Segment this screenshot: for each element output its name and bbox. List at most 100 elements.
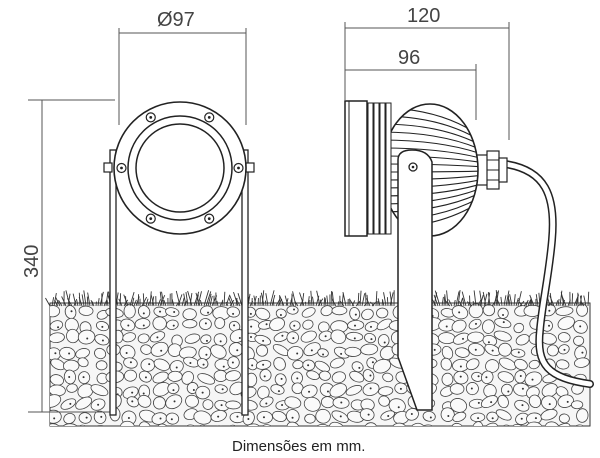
stone bbox=[284, 396, 302, 409]
front-view-spotlight bbox=[103, 101, 255, 416]
stone-speck bbox=[159, 310, 162, 313]
stone bbox=[91, 425, 110, 426]
stone-speck bbox=[474, 348, 477, 351]
grass-blade bbox=[195, 294, 199, 307]
grass-blade bbox=[264, 300, 267, 307]
stone-speck bbox=[518, 429, 520, 431]
grass-blade bbox=[381, 299, 385, 307]
grass-blade bbox=[261, 290, 265, 307]
stone-speck bbox=[173, 400, 176, 403]
grass-blade bbox=[304, 301, 307, 307]
grass-blade bbox=[81, 294, 85, 307]
stone bbox=[378, 425, 391, 426]
grass-blade bbox=[461, 291, 467, 307]
stone bbox=[50, 305, 61, 318]
stone bbox=[360, 343, 379, 356]
grass-blade bbox=[561, 295, 567, 307]
stone-speck bbox=[397, 406, 400, 409]
grass-blade bbox=[482, 291, 487, 307]
stone bbox=[60, 398, 77, 410]
stone bbox=[388, 398, 406, 414]
stone-speck bbox=[293, 324, 296, 327]
stone bbox=[182, 319, 198, 329]
grass-blade bbox=[284, 295, 289, 307]
stone-speck bbox=[192, 388, 195, 391]
stone-speck bbox=[369, 325, 372, 328]
grass-blade bbox=[389, 291, 393, 307]
stone bbox=[181, 371, 194, 385]
grass-blade bbox=[175, 290, 181, 307]
stone-speck bbox=[507, 390, 510, 393]
grass-blade bbox=[279, 296, 285, 307]
stone-speck bbox=[296, 352, 299, 355]
grass-blade bbox=[453, 299, 456, 307]
stone bbox=[257, 385, 270, 400]
stone bbox=[286, 305, 299, 315]
grass-blade bbox=[294, 300, 299, 307]
grass-blade bbox=[312, 296, 315, 307]
grass-blade bbox=[513, 294, 516, 307]
stone bbox=[287, 346, 304, 361]
grass-blade bbox=[237, 293, 243, 307]
stone bbox=[555, 306, 574, 316]
stone-speck bbox=[296, 377, 299, 380]
stone bbox=[304, 413, 316, 424]
stone-speck bbox=[476, 429, 478, 431]
grass-blade bbox=[223, 291, 226, 307]
stone bbox=[197, 358, 209, 369]
housing-ring bbox=[367, 102, 374, 235]
stone bbox=[200, 305, 213, 316]
stone bbox=[349, 307, 361, 321]
grass-blade bbox=[342, 291, 347, 307]
stone bbox=[50, 332, 65, 344]
stone-speck bbox=[491, 349, 494, 352]
heatsink-fin bbox=[382, 179, 478, 189]
stone bbox=[574, 357, 590, 368]
grass-blade bbox=[370, 301, 375, 307]
grass-blade bbox=[319, 299, 323, 307]
stone bbox=[510, 423, 524, 426]
stone bbox=[273, 357, 286, 371]
stone bbox=[165, 319, 179, 330]
stone-speck bbox=[491, 417, 494, 420]
stone bbox=[513, 322, 525, 334]
stone-speck bbox=[82, 376, 85, 379]
stone-speck bbox=[217, 432, 219, 434]
stone-speck bbox=[322, 353, 325, 356]
stone bbox=[510, 348, 526, 358]
stone bbox=[378, 386, 394, 396]
stone-speck bbox=[459, 375, 462, 378]
stone-speck bbox=[579, 325, 582, 328]
stone bbox=[498, 357, 517, 371]
stone-speck bbox=[148, 363, 151, 366]
stone bbox=[63, 413, 76, 425]
stone bbox=[301, 307, 316, 318]
grass-blade bbox=[177, 294, 183, 307]
stone bbox=[77, 329, 96, 345]
grass-blade bbox=[45, 297, 51, 307]
stone bbox=[167, 343, 182, 357]
grass-blade bbox=[527, 299, 531, 307]
grass-blade bbox=[455, 291, 460, 307]
stone-speck bbox=[534, 417, 537, 420]
stone-speck bbox=[142, 392, 145, 395]
stone bbox=[50, 394, 62, 408]
stone bbox=[286, 421, 300, 426]
stone-speck bbox=[410, 413, 413, 416]
stone bbox=[576, 408, 589, 423]
stone-speck bbox=[125, 351, 128, 354]
stone bbox=[66, 383, 78, 393]
stone-speck bbox=[477, 375, 480, 378]
stone-speck bbox=[310, 349, 313, 352]
stone bbox=[200, 334, 212, 345]
stone-speck bbox=[383, 341, 386, 344]
stone bbox=[525, 421, 544, 426]
grass-blade bbox=[118, 298, 123, 307]
grass-blade bbox=[495, 296, 501, 307]
stone bbox=[493, 330, 512, 342]
grass-blade bbox=[87, 292, 91, 307]
front-stake-legs bbox=[103, 149, 255, 416]
stone-speck bbox=[127, 324, 130, 327]
stone bbox=[572, 424, 587, 426]
stone-speck bbox=[340, 401, 343, 404]
